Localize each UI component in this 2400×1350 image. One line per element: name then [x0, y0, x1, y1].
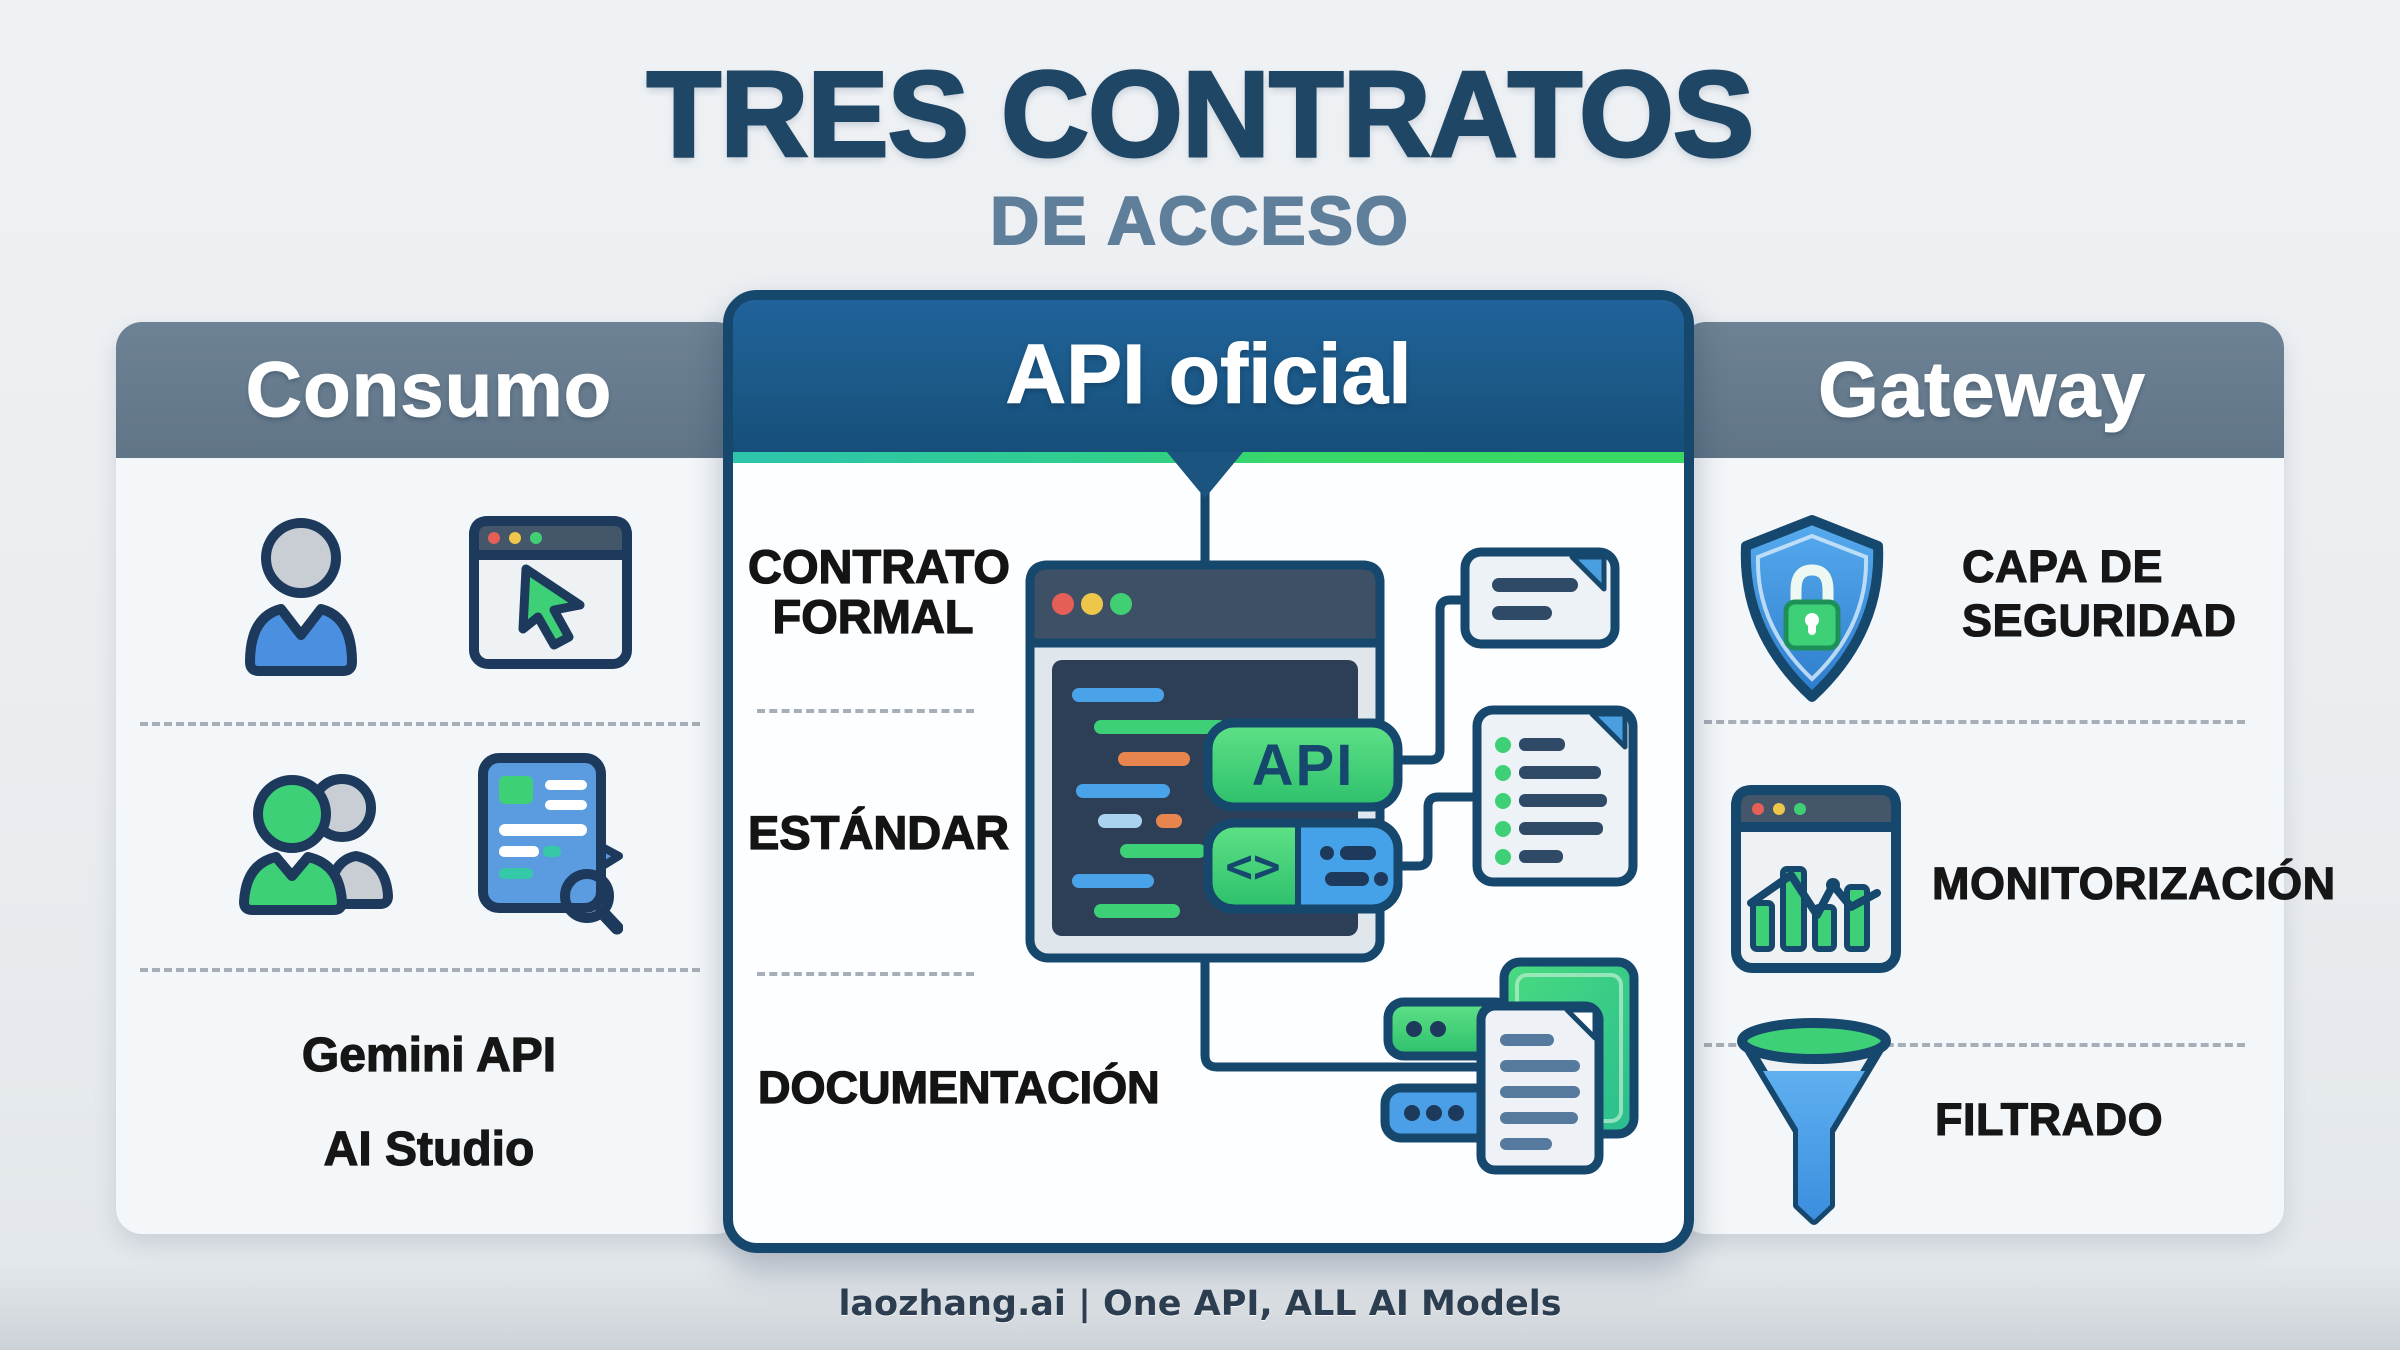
code-tag-badge: <>	[1203, 818, 1403, 914]
document-search-icon	[473, 750, 624, 935]
note-document-icon	[1460, 547, 1620, 649]
api-oficial-header: API oficial	[733, 300, 1684, 452]
divider	[140, 968, 700, 972]
code-tag-label: <>	[1225, 839, 1280, 893]
consumo-header: Consumo	[116, 322, 742, 458]
funnel-icon	[1734, 1011, 1894, 1226]
shield-lock-icon	[1732, 512, 1892, 707]
users-group-icon	[236, 758, 396, 918]
product-ai-studio: AI Studio	[323, 1122, 535, 1176]
code-lines	[1072, 688, 1286, 918]
header-pointer-tip	[1167, 452, 1243, 498]
feature-estandar: ESTÁNDAR	[747, 806, 1010, 859]
gateway-header: Gateway	[1680, 322, 2284, 458]
api-badge: API	[1203, 718, 1403, 812]
feature-documentacion: DOCUMENTACIÓN	[757, 1062, 1160, 1113]
text-document-icon	[1476, 1001, 1604, 1175]
divider	[1704, 720, 2245, 724]
checklist-document-icon	[1472, 705, 1638, 887]
gateway-label-filtrado: FILTRADO	[1934, 1093, 2164, 1145]
footer-band	[0, 1262, 2400, 1350]
browser-cursor-icon	[468, 515, 633, 670]
divider	[1704, 1043, 2245, 1047]
monitoring-chart-icon	[1731, 785, 1901, 975]
page-title: TRES CONTRATOS	[645, 45, 1756, 184]
connector-lines	[1200, 457, 1488, 1072]
gateway-label-seguridad: CAPA DE SEGURIDAD	[1961, 540, 2237, 646]
gateway-panel: Gateway CAPA DE SEGURIDAD	[1680, 322, 2336, 1234]
divider	[140, 722, 700, 726]
product-gemini-api: Gemini API	[301, 1028, 557, 1082]
gateway-label-monitorizacion: MONITORIZACIÓN	[1931, 857, 2336, 909]
api-badge-label: API	[1252, 733, 1355, 798]
user-icon	[236, 513, 366, 678]
footer-caption: laozhang.ai | One API, ALL AI Models	[838, 1284, 1562, 1324]
page-subtitle: DE ACCESO	[989, 182, 1410, 260]
list-glyph	[1320, 846, 1388, 886]
divider	[757, 709, 974, 713]
api-illustration: API <>	[1025, 452, 1639, 1175]
feature-contrato-formal: CONTRATO FORMAL	[747, 540, 1010, 644]
window-traffic-lights	[1052, 593, 1132, 615]
consumo-panel: Consumo	[116, 322, 742, 1234]
divider	[757, 972, 974, 976]
